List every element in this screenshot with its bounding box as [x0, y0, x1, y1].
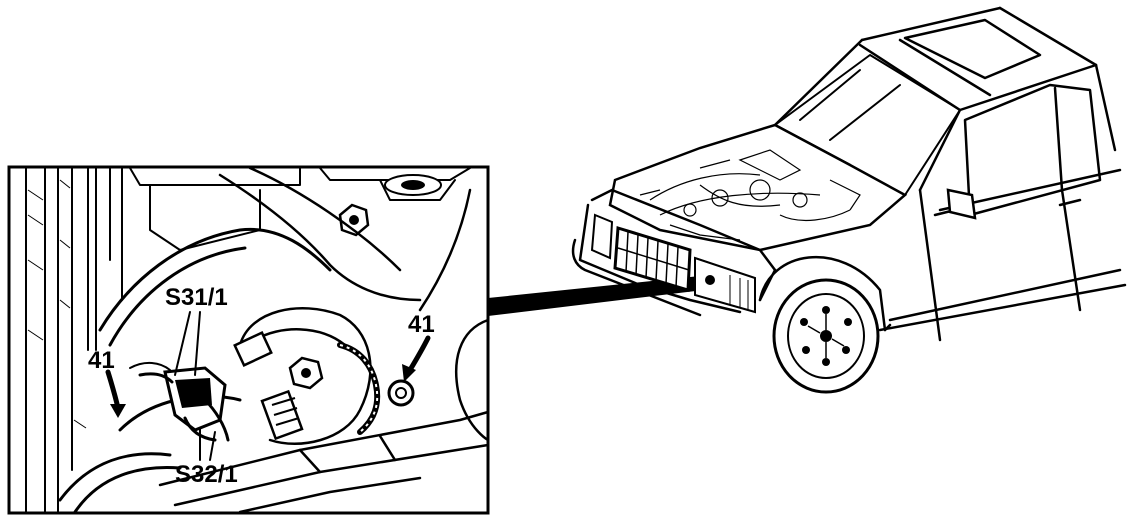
label-41-left: 41: [88, 347, 115, 374]
switch-cluster: [129, 362, 230, 442]
bottom-panel: [158, 410, 490, 514]
braided-cable: [337, 342, 381, 435]
label-s32-1: S32/1: [175, 461, 238, 488]
arrow-41-right: [402, 335, 431, 382]
leader-lines: [174, 311, 216, 461]
center-fitting: [233, 331, 324, 441]
car-illustration: [571, 6, 1127, 394]
upper-hex-nut: [338, 203, 370, 237]
fender: [758, 255, 892, 332]
pillar-hatching: [27, 179, 87, 429]
arrow-41-left: [105, 369, 126, 418]
label-s31-1: S31/1: [165, 284, 228, 311]
side-mirror: [946, 188, 977, 220]
grille: [613, 226, 692, 292]
detail-inset: S31/1 S32/1 41 41: [7, 165, 490, 515]
housing-curves: [218, 166, 490, 442]
grommet: [387, 379, 415, 407]
front-fascia: [571, 188, 777, 317]
front-wheel: [772, 278, 880, 394]
left-pillars: [25, 167, 123, 513]
top-bolt: [384, 174, 442, 196]
hoses: [58, 227, 332, 514]
hood-engine: [608, 123, 908, 252]
connector-bar: [488, 276, 704, 316]
label-41-right: 41: [408, 311, 435, 338]
car-side: [878, 83, 1127, 342]
engine-detail: [639, 149, 861, 241]
headlights: [590, 213, 756, 314]
